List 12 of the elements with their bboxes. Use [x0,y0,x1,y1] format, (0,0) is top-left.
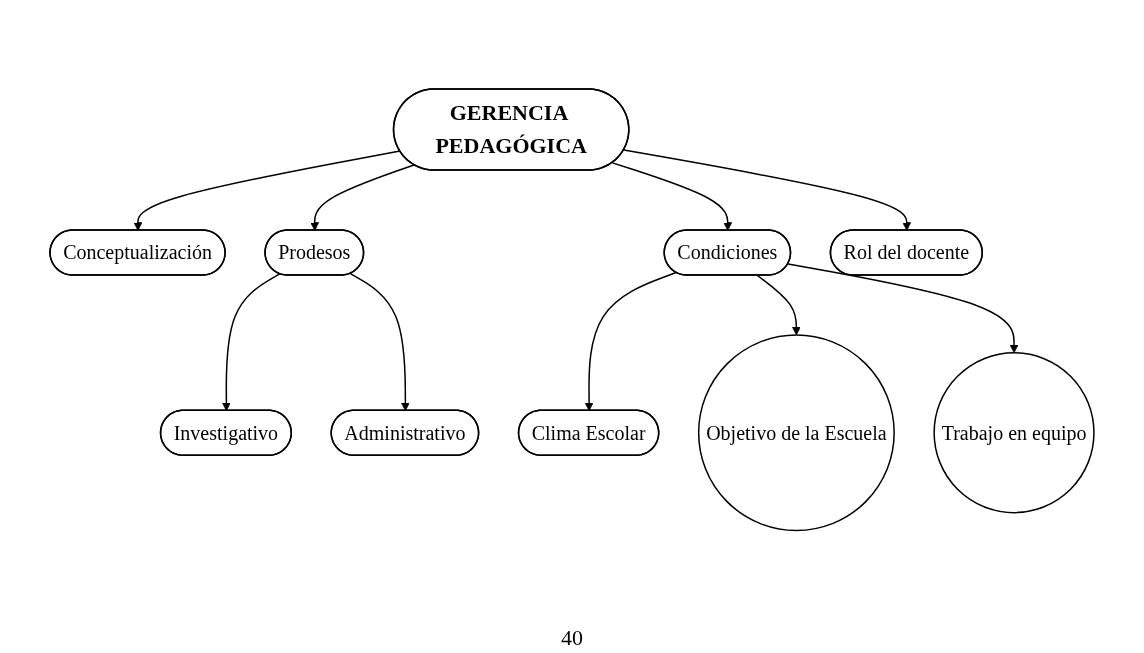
arrow [611,162,733,232]
page-number: 40 [561,625,583,650]
node-circle: Trabajo en equipo [933,352,1095,514]
arrow [222,273,281,412]
arrow [623,149,912,232]
arrow [584,272,677,412]
arrow [133,150,401,232]
arrow [787,263,1019,354]
arrow [349,273,410,412]
node-circle: Objetivo de la Escuela [697,334,895,532]
arrow [310,164,415,232]
arrow [756,275,801,336]
